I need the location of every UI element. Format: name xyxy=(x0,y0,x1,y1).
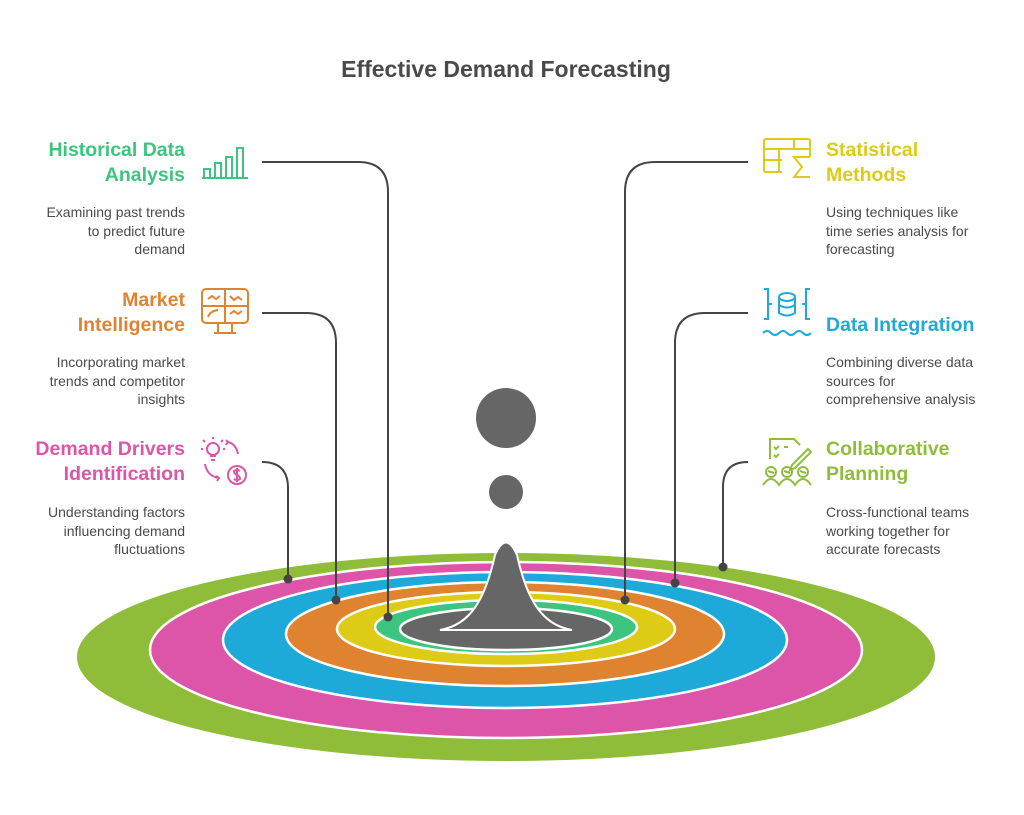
integration-connector-dot xyxy=(670,578,680,588)
droplet-small xyxy=(489,475,523,509)
monitor-dashboard-icon xyxy=(201,288,249,334)
demand-connector xyxy=(261,461,289,579)
historical-connector-dot xyxy=(383,612,393,622)
market-connector-dot xyxy=(331,595,341,605)
statistical-connector-dot xyxy=(620,595,630,605)
core-peak xyxy=(439,541,573,631)
database-lake-icon xyxy=(762,288,812,336)
integration-title: Data Integration xyxy=(826,314,975,336)
historical-connector xyxy=(262,161,389,617)
collaborative-connector-dot xyxy=(718,562,728,572)
bar-chart-icon xyxy=(202,147,248,179)
collaborative-connector xyxy=(722,461,749,567)
statistical-connector xyxy=(624,161,748,600)
idea-money-cycle-icon xyxy=(201,437,247,485)
demand-connector-dot xyxy=(283,574,293,584)
page-title: Effective Demand Forecasting xyxy=(341,56,671,82)
market-connector xyxy=(262,312,337,600)
team-checklist-icon xyxy=(762,438,812,487)
droplet-large xyxy=(476,388,536,448)
table-sigma-icon xyxy=(763,138,811,178)
integration-connector xyxy=(674,312,748,583)
